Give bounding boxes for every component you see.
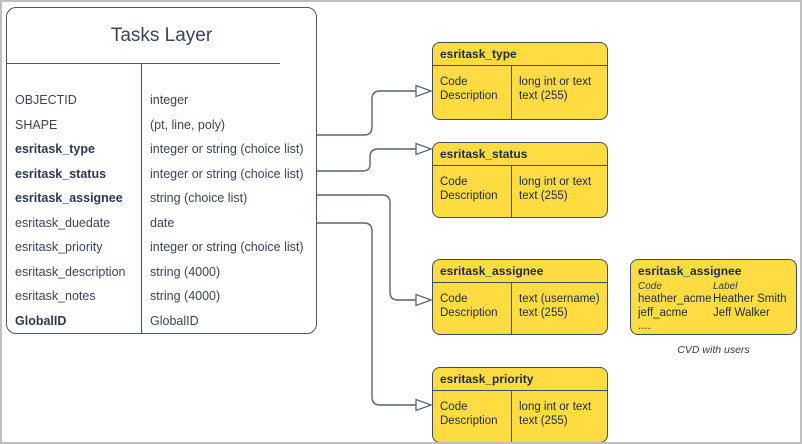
domain-box-esritask-status: esritask_status Code Description long in… <box>432 142 608 218</box>
field-row-objectid: OBJECTID integer <box>7 88 316 113</box>
field-type: string (4000) <box>150 289 221 304</box>
open-arrow-head-icon <box>415 84 433 98</box>
field-name: OBJECTID <box>15 93 77 108</box>
field-type: string (4000) <box>150 264 221 279</box>
domain-field: Description <box>440 190 498 202</box>
field-name: esritask_description <box>15 264 126 279</box>
domain-box-body: Code Description long int or text text (… <box>433 391 607 442</box>
cvd-users-grid: Code Label heather_acme Heather Smith je… <box>638 280 796 334</box>
field-name: esritask_assignee <box>15 191 123 206</box>
domain-type: long int or text <box>519 401 592 413</box>
domain-box-title: esritask_assignee <box>433 260 607 283</box>
domain-type: long int or text <box>519 76 592 88</box>
cvd-user-code: heather_acme <box>638 293 712 305</box>
domain-field: Description <box>440 90 498 102</box>
domain-box-title: esritask_status <box>433 143 607 166</box>
connector-esritask-status <box>317 148 416 172</box>
column-divider <box>141 63 142 333</box>
cvd-ellipsis: .... <box>638 320 651 332</box>
cvd-users-box: esritask_assignee Code Label heather_acm… <box>630 259 797 335</box>
domain-types: long int or text text (255) <box>512 66 591 119</box>
field-type: (pt, line, poly) <box>150 117 226 132</box>
field-name: esritask_priority <box>15 240 103 255</box>
domain-type: text (255) <box>519 307 568 319</box>
field-row-esritask-status: esritask_status integer or string (choic… <box>7 162 316 187</box>
field-type: integer or string (choice list) <box>150 240 304 255</box>
field-rows: OBJECTID integer SHAPE (pt, line, poly) … <box>7 88 316 333</box>
domain-box-title: esritask_priority <box>433 368 607 391</box>
field-name: GlobalID <box>15 313 67 328</box>
domain-field: Description <box>440 415 498 427</box>
field-row-esritask-notes: esritask_notes string (4000) <box>7 284 316 309</box>
domain-box-body: Code Description long int or text text (… <box>433 166 607 217</box>
domain-type: text (255) <box>519 415 568 427</box>
domain-types: long int or text text (255) <box>512 166 591 217</box>
field-type: date <box>150 215 175 230</box>
domain-box-body: Code Description long int or text text (… <box>433 66 607 119</box>
cvd-users-title: esritask_assignee <box>638 264 742 278</box>
field-row-globalid: GlobalID GlobalID <box>7 309 316 334</box>
field-name: esritask_duedate <box>15 215 111 230</box>
domain-type: text (username) <box>519 293 600 305</box>
field-name: SHAPE <box>15 117 58 132</box>
field-type: integer or string (choice list) <box>150 142 304 157</box>
cvd-col-header-label: Label <box>713 280 738 292</box>
field-row-esritask-assignee: esritask_assignee string (choice list) <box>7 186 316 211</box>
cvd-users-caption: CVD with users <box>677 344 750 356</box>
domain-box-body: Code Description text (username) text (2… <box>433 283 607 334</box>
field-row-esritask-priority: esritask_priority integer or string (cho… <box>7 235 316 260</box>
domain-type: text (255) <box>519 190 568 202</box>
connector-esritask-assignee <box>317 194 416 301</box>
cvd-user-label: Jeff Walker <box>713 306 770 319</box>
domain-field: Description <box>440 307 498 319</box>
open-arrow-head-icon <box>415 142 433 156</box>
field-row-esritask-duedate: esritask_duedate date <box>7 211 316 236</box>
title-divider <box>7 63 280 64</box>
tasks-layer-title: Tasks Layer <box>110 24 213 46</box>
domain-box-esritask-priority: esritask_priority Code Description long … <box>432 367 608 442</box>
field-type: integer or string (choice list) <box>150 166 304 181</box>
domain-fields: Code Description <box>433 66 512 119</box>
domain-types: long int or text text (255) <box>512 391 591 442</box>
domain-box-esritask-assignee: esritask_assignee Code Description text … <box>432 259 608 335</box>
cvd-user-label: Heather Smith <box>713 293 787 305</box>
domain-field: Code <box>440 176 468 188</box>
field-type: GlobalID <box>150 313 199 328</box>
domain-field: Code <box>440 401 468 413</box>
field-name: esritask_status <box>15 166 107 181</box>
domain-field: Code <box>440 76 468 88</box>
domain-fields: Code Description <box>433 283 512 334</box>
domain-fields: Code Description <box>433 166 512 217</box>
field-row-esritask-description: esritask_description string (4000) <box>7 260 316 285</box>
field-name: esritask_type <box>15 142 95 157</box>
connector-esritask-type <box>317 90 416 136</box>
domain-box-title: esritask_type <box>433 43 607 66</box>
domain-box-esritask-type: esritask_type Code Description long int … <box>432 42 608 120</box>
cvd-user-code: jeff_acme <box>638 306 688 319</box>
cvd-col-header-code: Code <box>638 280 662 292</box>
domain-fields: Code Description <box>433 391 512 442</box>
open-arrow-head-icon <box>415 293 433 307</box>
connector-esritask-priority <box>317 222 416 406</box>
open-arrow-head-icon <box>415 398 433 412</box>
field-row-esritask-type: esritask_type integer or string (choice … <box>7 137 316 162</box>
domain-type: text (255) <box>519 90 568 102</box>
domain-type: long int or text <box>519 176 592 188</box>
field-type: string (choice list) <box>150 191 248 206</box>
tasks-layer-table: Tasks Layer OBJECTID integer SHAPE (pt, … <box>6 7 317 334</box>
field-name: esritask_notes <box>15 289 96 304</box>
domain-field: Code <box>440 293 468 305</box>
field-type: integer <box>150 93 189 108</box>
field-row-shape: SHAPE (pt, line, poly) <box>7 113 316 138</box>
domain-types: text (username) text (255) <box>512 283 600 334</box>
